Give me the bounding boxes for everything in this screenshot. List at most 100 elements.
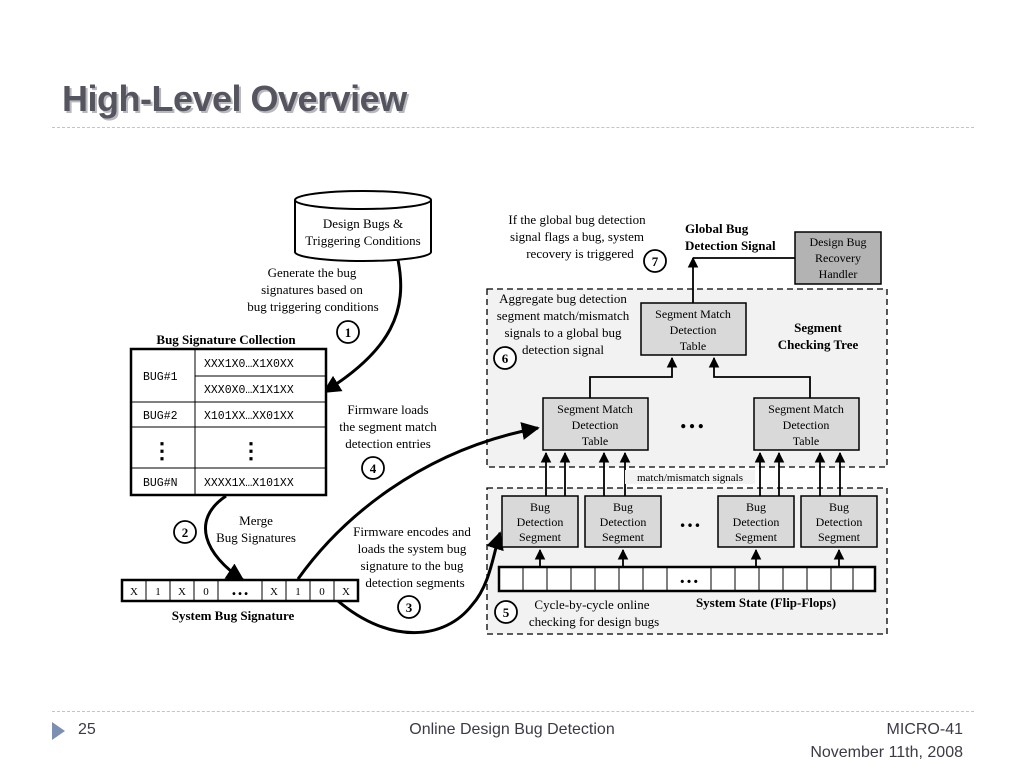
footer-venue: MICRO-41 <box>886 721 963 738</box>
step-badge-4: 4 <box>361 456 385 480</box>
step-badge-6-number: 6 <box>502 351 509 366</box>
title-divider <box>52 127 974 128</box>
step1-text-line1: Generate the bug <box>268 265 357 280</box>
bug1-signature-b: XXX0X0…X1X1XX <box>204 384 294 397</box>
top-table-line3: Table <box>680 339 706 353</box>
bug-signature-table: BUG#1 XXX1X0…X1X0XX XXX0X0…X1X1XX BUG#2 … <box>129 347 328 497</box>
step-badge-5: 5 <box>494 600 518 624</box>
global-signal-label-line2: Detection Signal <box>685 238 776 253</box>
sig-cell-4: 0 <box>203 586 209 598</box>
handler-line1: Design Bug <box>810 235 867 249</box>
bug1-signature-a: XXX1X0…X1X0XX <box>204 358 294 371</box>
rows-ellipsis-left: ⋮ <box>151 438 173 463</box>
segment-match-table-left: Segment Match Detection Table <box>542 397 649 451</box>
slide-marker-icon <box>52 722 65 740</box>
seg4-line1: Bug <box>829 500 849 514</box>
segment-checking-tree-line2: Checking Tree <box>778 337 859 352</box>
step-badge-1: 1 <box>336 320 360 344</box>
right-table-line2: Detection <box>783 418 830 432</box>
sig-cell-6: X <box>270 586 278 598</box>
bug-detection-segment-1: Bug Detection Segment <box>501 495 579 548</box>
step1-text-line2: signatures based on <box>261 282 363 297</box>
slide-title: High-Level Overview <box>62 78 407 119</box>
step4-arrow <box>296 422 540 580</box>
step-badge-1-number: 1 <box>345 325 352 340</box>
right-table-line1: Segment Match <box>768 402 844 416</box>
top-table-line1: Segment Match <box>655 307 731 321</box>
design-bugs-database: Design Bugs & Triggering Conditions <box>294 190 432 262</box>
bug1-label: BUG#1 <box>143 371 178 384</box>
sig-cell-2: 1 <box>155 586 161 598</box>
step2-text-line1: Merge <box>239 513 273 528</box>
step5-text-line1: Cycle-by-cycle online <box>534 597 649 612</box>
step-badge-7-number: 7 <box>652 254 659 269</box>
step6-text-line4: detection signal <box>522 342 604 357</box>
step-badge-7: 7 <box>643 249 667 273</box>
system-bug-signature: X 1 X 0 … X 1 0 X <box>120 578 360 603</box>
segment-checking-tree-line1: Segment <box>794 320 842 335</box>
database-label-line1: Design Bugs & <box>323 216 403 231</box>
step4-text-line3: detection entries <box>345 436 431 451</box>
step3-text-line1: Firmware encodes and <box>353 524 471 539</box>
left-table-line3: Table <box>582 434 608 448</box>
seg3-line2: Detection <box>733 515 780 529</box>
step1-text-line3: bug triggering conditions <box>247 299 378 314</box>
step-badge-6: 6 <box>493 346 517 370</box>
bug-detection-segment-3: Bug Detection Segment <box>717 495 795 548</box>
step6-text-line3: signals to a global bug <box>505 325 622 340</box>
step-badge-5-number: 5 <box>503 605 510 620</box>
match-mismatch-signals-label: match/mismatch signals <box>637 472 743 484</box>
bug-signature-collection-title: Bug Signature Collection <box>156 332 296 347</box>
segments-ellipsis: … <box>679 507 701 532</box>
bug2-signature: X101XX…XX01XX <box>204 410 294 423</box>
step-badge-2-number: 2 <box>182 525 189 540</box>
right-table-line3: Table <box>793 434 819 448</box>
step3-text-line2: loads the system bug <box>358 541 467 556</box>
footer-title: Online Design Bug Detection <box>409 721 615 738</box>
step-badge-3-number: 3 <box>406 600 413 615</box>
step7-text-line2: signal flags a bug, system <box>510 229 644 244</box>
step-badge-3: 3 <box>397 595 421 619</box>
step4-text-line1: Firmware loads <box>347 402 428 417</box>
global-signal-label-line1: Global Bug <box>685 221 749 236</box>
segment-match-table-right: Segment Match Detection Table <box>753 397 860 451</box>
seg4-line3: Segment <box>818 530 861 544</box>
step2-arrow <box>204 494 245 582</box>
step4-text-line2: the segment match <box>339 419 437 434</box>
rows-ellipsis-right: ⋮ <box>240 438 262 463</box>
seg1-line3: Segment <box>519 530 562 544</box>
bugn-signature: XXXX1X…X101XX <box>204 477 294 490</box>
tables-ellipsis: … <box>679 405 705 434</box>
bug2-label: BUG#2 <box>143 410 178 423</box>
step1-arrow <box>322 259 403 394</box>
handler-line3: Handler <box>819 267 858 281</box>
step5-text-line2: checking for design bugs <box>529 614 659 629</box>
seg1-line2: Detection <box>517 515 564 529</box>
seg3-line1: Bug <box>746 500 766 514</box>
step3-text-line3: signature to the bug <box>361 558 464 573</box>
page-number: 25 <box>78 721 96 738</box>
footer-date: November 11th, 2008 <box>810 744 963 761</box>
seg3-line3: Segment <box>735 530 778 544</box>
flipflops-ellipsis: … <box>679 566 699 588</box>
seg4-line2: Detection <box>816 515 863 529</box>
footer-divider <box>52 711 974 712</box>
seg2-line1: Bug <box>613 500 633 514</box>
step-badge-2: 2 <box>173 520 197 544</box>
step7-text-line3: recovery is triggered <box>526 246 634 261</box>
bug-detection-segment-2: Bug Detection Segment <box>584 495 662 548</box>
left-table-line2: Detection <box>572 418 619 432</box>
sig-cell-8: 0 <box>319 586 325 598</box>
seg2-line2: Detection <box>600 515 647 529</box>
bugn-label: BUG#N <box>143 477 178 490</box>
step2-text-line2: Bug Signatures <box>216 530 296 545</box>
recovery-handler-box: Design Bug Recovery Handler <box>794 231 882 285</box>
top-table-line2: Detection <box>670 323 717 337</box>
database-label-line2: Triggering Conditions <box>305 233 420 248</box>
sig-cell-3: X <box>178 586 186 598</box>
sig-cell-7: 1 <box>295 586 301 598</box>
system-state-label: System State (Flip-Flops) <box>696 595 836 610</box>
system-bug-signature-label: System Bug Signature <box>172 608 295 623</box>
left-table-line1: Segment Match <box>557 402 633 416</box>
